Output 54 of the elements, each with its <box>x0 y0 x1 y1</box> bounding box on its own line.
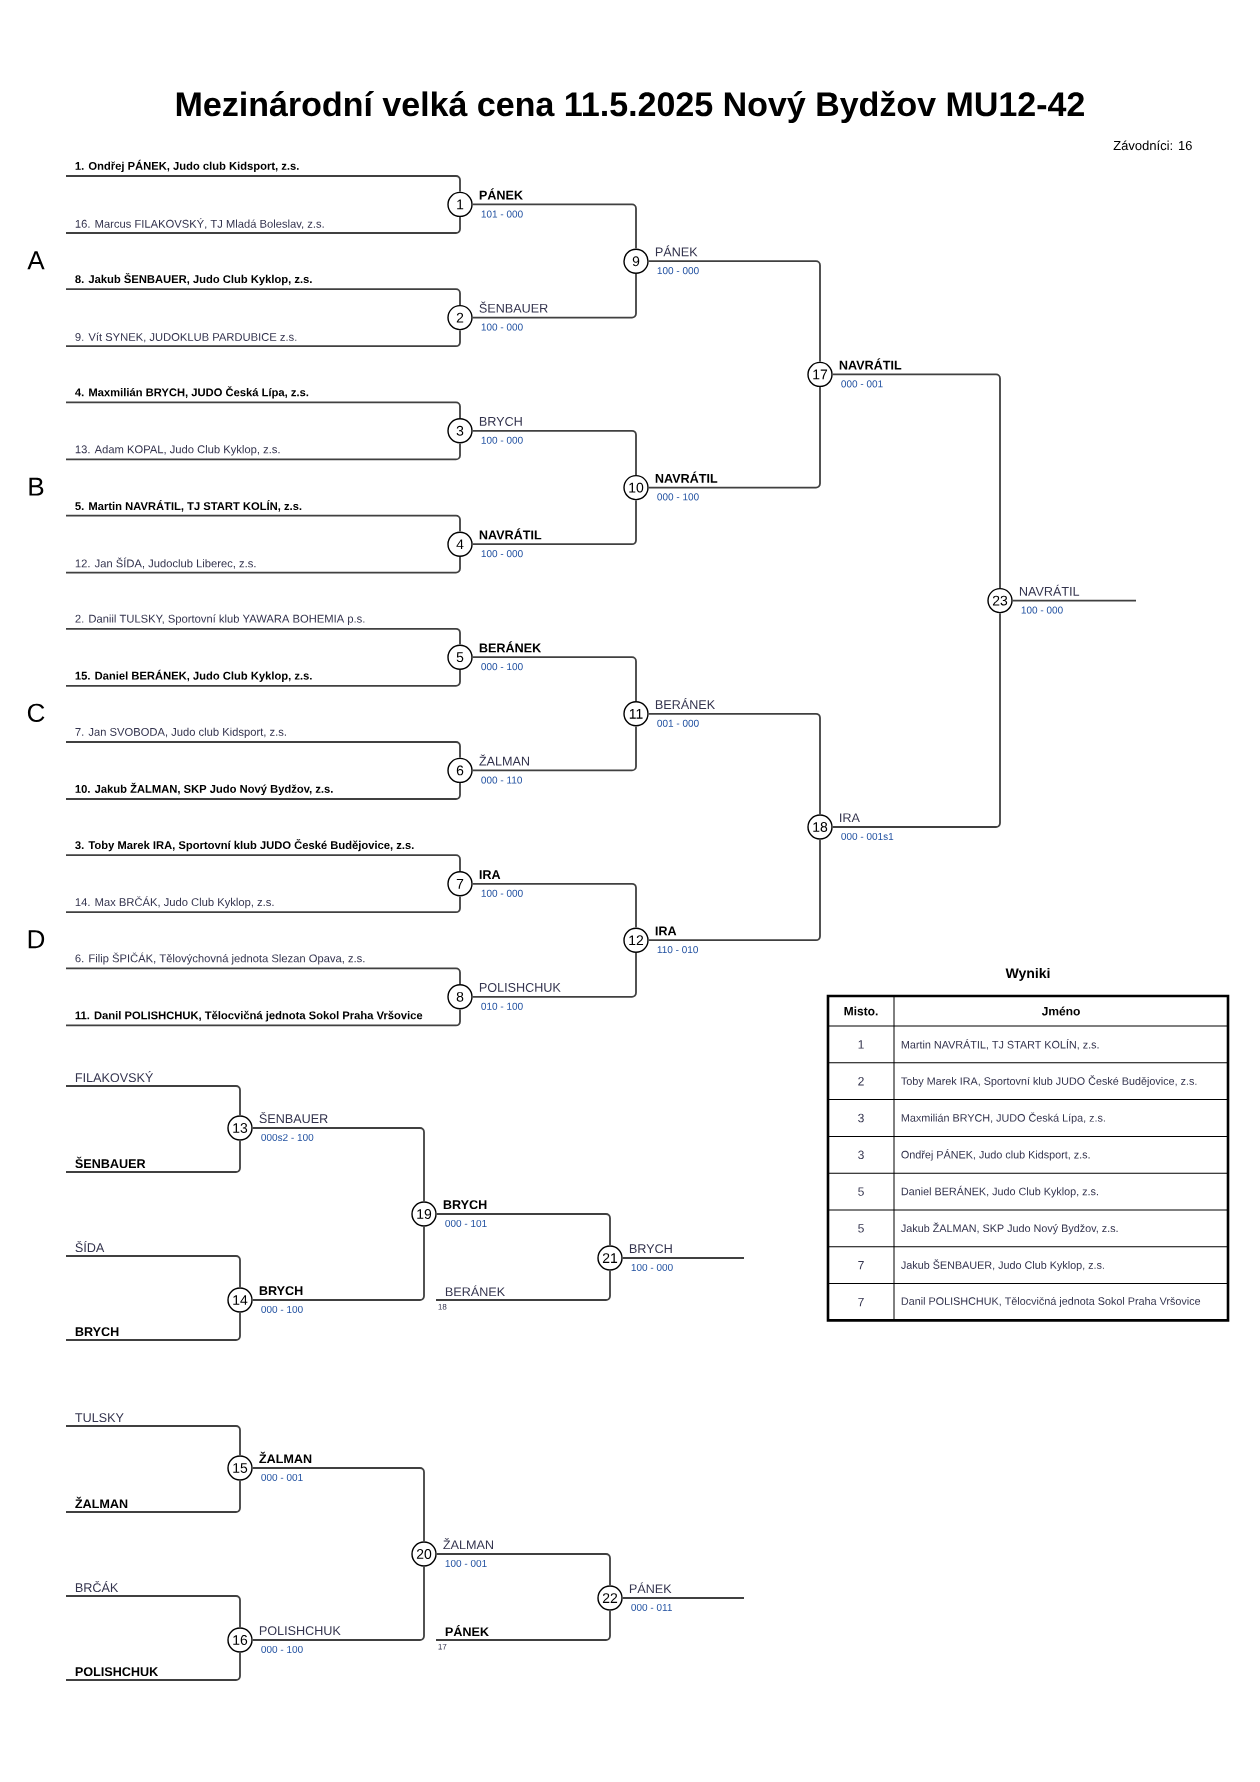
bracket-line <box>65 1085 241 1117</box>
bracket-line <box>65 1651 241 1681</box>
bracket-line <box>65 175 461 193</box>
bracket-line <box>647 386 821 489</box>
bracket-line <box>65 967 461 985</box>
bracket-line <box>831 612 1001 828</box>
group-letter: A <box>27 251 45 270</box>
bracket-line <box>435 1609 611 1641</box>
bracket-line <box>647 712 821 816</box>
bracket-line <box>647 260 821 363</box>
bracket-line <box>471 273 637 319</box>
bracket-line <box>471 203 637 250</box>
bracket-line <box>435 1553 611 1587</box>
bracket-line <box>65 1008 461 1027</box>
bracket-line <box>831 373 1001 589</box>
group-letter: B <box>29 477 44 496</box>
bracket-line <box>251 1565 425 1641</box>
bracket-line <box>471 952 637 998</box>
bracket-line <box>471 725 637 772</box>
bracket-line <box>251 1225 425 1301</box>
group-letter: D <box>28 930 45 949</box>
bracket-line <box>65 1139 241 1173</box>
bracket-line <box>65 514 461 533</box>
bracket-line <box>65 288 461 306</box>
bracket-line <box>435 1269 611 1301</box>
bracket-line <box>65 854 461 872</box>
bracket-line <box>65 442 461 461</box>
bracket-line <box>65 895 461 914</box>
bracket-line <box>65 329 461 348</box>
bracket-line <box>1011 599 1137 602</box>
bracket-line <box>435 1213 611 1247</box>
bracket-line <box>65 1425 241 1457</box>
title: Mezinárodní velká cena 11.5.2025 Nový Bydžov MU12-42 <box>176 90 1084 124</box>
bracket-line <box>65 401 461 419</box>
bracket-line <box>65 216 461 234</box>
bracket-line <box>471 499 637 546</box>
bracket-line <box>251 1467 425 1543</box>
bracket-line <box>65 1595 241 1629</box>
group-letter: C <box>27 703 45 723</box>
bracket-line <box>65 556 461 574</box>
bracket-line <box>65 1311 241 1341</box>
bracket-line <box>471 429 637 476</box>
bracket-line <box>621 1597 745 1599</box>
bracket-line <box>65 1255 241 1289</box>
bracket-line <box>65 741 461 759</box>
bracket-line <box>65 669 461 687</box>
bracket-line <box>471 882 637 929</box>
bracket-line <box>65 627 461 646</box>
bracket-line <box>621 1257 745 1259</box>
bracket-line <box>251 1127 425 1203</box>
bracket-line <box>65 1479 241 1513</box>
bracket-line <box>65 782 461 800</box>
bracket-line <box>471 656 637 702</box>
bracket-line <box>647 838 821 942</box>
